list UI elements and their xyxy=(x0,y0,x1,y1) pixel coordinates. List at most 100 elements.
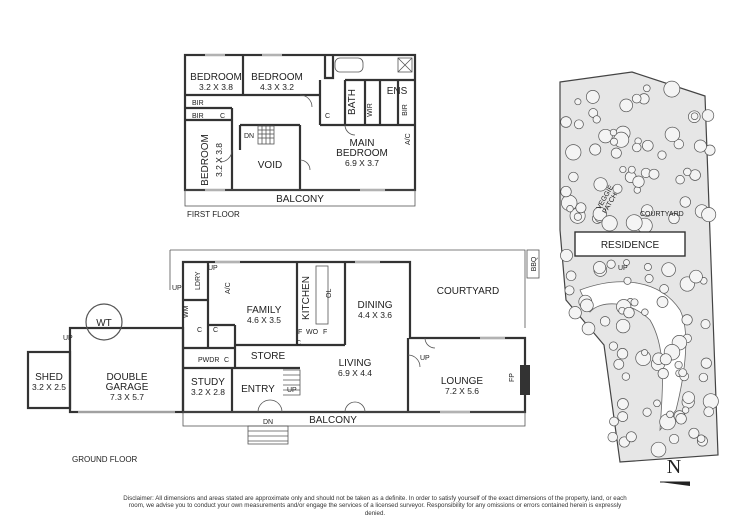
tree-icon xyxy=(564,285,575,296)
tree-icon xyxy=(623,259,630,266)
tree-icon xyxy=(589,143,602,156)
tree-icon xyxy=(700,357,712,369)
ldry-label: LDRY xyxy=(195,271,202,290)
driveway xyxy=(579,281,687,432)
tree-icon xyxy=(580,298,594,313)
site-plan: RESIDENCE COURTYARD VEGGIE PATCH UP xyxy=(559,71,719,463)
tree-icon xyxy=(565,144,582,161)
tree-icon xyxy=(693,139,707,153)
tree-icon xyxy=(599,316,611,327)
tree-icon xyxy=(675,413,687,425)
wir-label: WIR xyxy=(367,103,374,117)
tree-icon xyxy=(643,263,652,271)
tree-icon xyxy=(689,269,703,284)
family-label: FAMILY xyxy=(247,305,282,316)
tree-icon xyxy=(664,126,681,143)
study-dims: 3.2 X 2.8 xyxy=(191,387,225,397)
first-bedroom-1-dims: 3.2 X 3.8 xyxy=(199,82,233,92)
main-bedroom-label: MAIN xyxy=(350,138,375,149)
first-balcony-label: BALCONY xyxy=(276,194,324,205)
wt-label: WT xyxy=(96,318,112,329)
tree-icon xyxy=(642,407,652,417)
first-floor-plan: BEDROOM 3.2 X 3.8 BEDROOM 4.3 X 3.2 BATH… xyxy=(183,53,417,219)
tree-icon xyxy=(609,416,619,427)
ol-label: OL xyxy=(326,289,333,298)
first-c-1: C xyxy=(220,113,225,120)
wm-label: WM xyxy=(183,305,190,318)
tree-icon xyxy=(593,261,607,275)
tree-icon xyxy=(631,93,642,104)
tree-icon xyxy=(663,80,681,98)
tree-icon xyxy=(700,319,711,330)
residence-label: RESIDENCE xyxy=(601,240,660,251)
fireplace xyxy=(520,365,530,395)
tree-icon xyxy=(682,391,695,404)
tree-icon xyxy=(610,147,622,159)
tree-icon xyxy=(661,262,676,277)
tree-icon xyxy=(642,139,654,152)
tree-icon xyxy=(612,183,623,194)
c-label-3: C xyxy=(224,357,229,364)
living-dims: 6.9 X 4.4 xyxy=(338,368,372,378)
main-bedroom-dims: 6.9 X 3.7 xyxy=(345,158,379,168)
first-ac: A/C xyxy=(405,133,412,145)
tree-icon xyxy=(627,165,636,174)
tree-icon xyxy=(679,196,691,208)
tree-icon xyxy=(613,358,625,370)
tree-icon xyxy=(641,308,649,316)
tree-icon xyxy=(703,406,714,417)
dn-label: DN xyxy=(263,419,273,426)
tree-icon xyxy=(643,84,651,93)
first-floor-notch xyxy=(323,55,335,80)
tree-icon xyxy=(623,306,635,319)
main-bedroom-label-2: BEDROOM xyxy=(336,148,388,159)
f-label-2: F xyxy=(323,329,327,336)
tree-icon xyxy=(673,138,684,150)
ac-label: A/C xyxy=(225,282,232,294)
ground-floor-plan: FAMILY 4.6 X 3.5 KITCHEN DINING 4.4 X 3.… xyxy=(26,249,540,464)
tree-icon xyxy=(560,185,572,198)
tree-icon xyxy=(568,306,582,320)
tree-icon xyxy=(630,298,639,307)
tree-icon xyxy=(623,276,632,285)
tree-icon xyxy=(650,441,667,458)
shed-walls xyxy=(26,350,72,410)
tree-icon xyxy=(697,434,706,443)
void-label: VOID xyxy=(258,160,282,171)
first-floor-title: FIRST FLOOR xyxy=(187,210,240,219)
tree-icon xyxy=(632,175,645,188)
first-floor-stairs xyxy=(257,125,275,145)
north-letter: N xyxy=(667,456,681,478)
tree-icon xyxy=(609,128,618,137)
bath-label: BATH xyxy=(347,89,358,115)
tree-icon xyxy=(701,207,717,223)
ground-floor-title: GROUND FLOOR xyxy=(72,455,138,464)
garage-label-2: GARAGE xyxy=(106,382,149,393)
tree-icon xyxy=(641,349,649,357)
first-bedroom-2-label: BEDROOM xyxy=(251,72,303,83)
tree-icon xyxy=(568,171,579,183)
tree-icon xyxy=(702,393,719,410)
first-c-2: C xyxy=(325,113,330,120)
first-bir-1: BIR xyxy=(192,100,204,107)
c-label-4: C xyxy=(296,340,301,347)
c-label-1: C xyxy=(197,327,202,334)
tree-icon xyxy=(666,410,674,419)
pwdr-label: PWDR xyxy=(198,357,219,364)
bathtub xyxy=(334,57,364,73)
up-label-1: UP xyxy=(172,285,182,292)
tree-icon xyxy=(659,284,669,294)
first-floor-balcony xyxy=(184,189,416,207)
ground-balcony-label: BALCONY xyxy=(309,415,357,426)
tree-icon xyxy=(625,214,643,232)
tree-icon xyxy=(619,98,633,113)
kitchen-bench xyxy=(315,265,329,325)
shed-dims: 3.2 X 2.5 xyxy=(32,382,66,392)
lounge-label: LOUNGE xyxy=(441,376,484,387)
first-bedroom-2-dims: 4.3 X 3.2 xyxy=(260,82,294,92)
tree-icon xyxy=(657,150,667,160)
tree-icon xyxy=(633,186,641,194)
fp-label: FP xyxy=(509,373,516,382)
ground-floor-stairs xyxy=(283,369,301,396)
tree-icon xyxy=(607,431,618,443)
